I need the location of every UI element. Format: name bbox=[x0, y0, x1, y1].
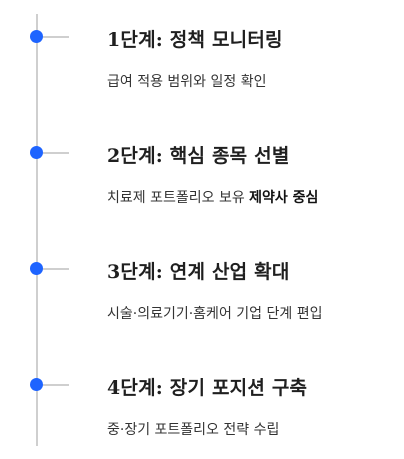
step-marker-dot bbox=[30, 30, 43, 43]
step-title: 2단계: 핵심 종목 선별 bbox=[107, 145, 290, 167]
step-description-emphasis: 제약사 중심 bbox=[249, 190, 319, 206]
step-connector bbox=[43, 268, 69, 270]
step-marker-dot bbox=[30, 146, 43, 159]
step-title: 1단계: 정책 모니터링 bbox=[107, 29, 283, 51]
step-description-text: 치료제 포트폴리오 보유 bbox=[107, 190, 250, 206]
step-title: 3단계: 연계 산업 확대 bbox=[107, 261, 290, 283]
step-marker-dot bbox=[30, 378, 43, 391]
step-description: 급여 적용 범위와 일정 확인 bbox=[107, 71, 266, 91]
step-connector bbox=[43, 152, 69, 154]
step-title: 4단계: 장기 포지션 구축 bbox=[107, 377, 308, 399]
step-description: 치료제 포트폴리오 보유 제약사 중심 bbox=[107, 187, 318, 207]
step-description-text: 급여 적용 범위와 일정 확인 bbox=[107, 74, 267, 90]
step-description-text: 중·장기 포트폴리오 전략 수립 bbox=[107, 422, 280, 438]
step-marker-dot bbox=[30, 262, 43, 275]
step-description: 시술·의료기기·홈케어 기업 단계 편입 bbox=[107, 303, 322, 323]
timeline-step-3: 3단계: 연계 산업 확대 시술·의료기기·홈케어 기업 단계 편입 bbox=[0, 232, 404, 322]
timeline-step-2: 2단계: 핵심 종목 선별 치료제 포트폴리오 보유 제약사 중심 bbox=[0, 116, 404, 206]
step-connector bbox=[43, 36, 69, 38]
step-connector bbox=[43, 384, 69, 386]
timeline-step-1: 1단계: 정책 모니터링 급여 적용 범위와 일정 확인 bbox=[0, 0, 404, 90]
timeline-step-4: 4단계: 장기 포지션 구축 중·장기 포트폴리오 전략 수립 bbox=[0, 348, 404, 438]
timeline-line bbox=[36, 14, 38, 446]
step-description: 중·장기 포트폴리오 전략 수립 bbox=[107, 419, 279, 439]
step-description-text: 시술·의료기기·홈케어 기업 단계 편입 bbox=[107, 306, 323, 322]
